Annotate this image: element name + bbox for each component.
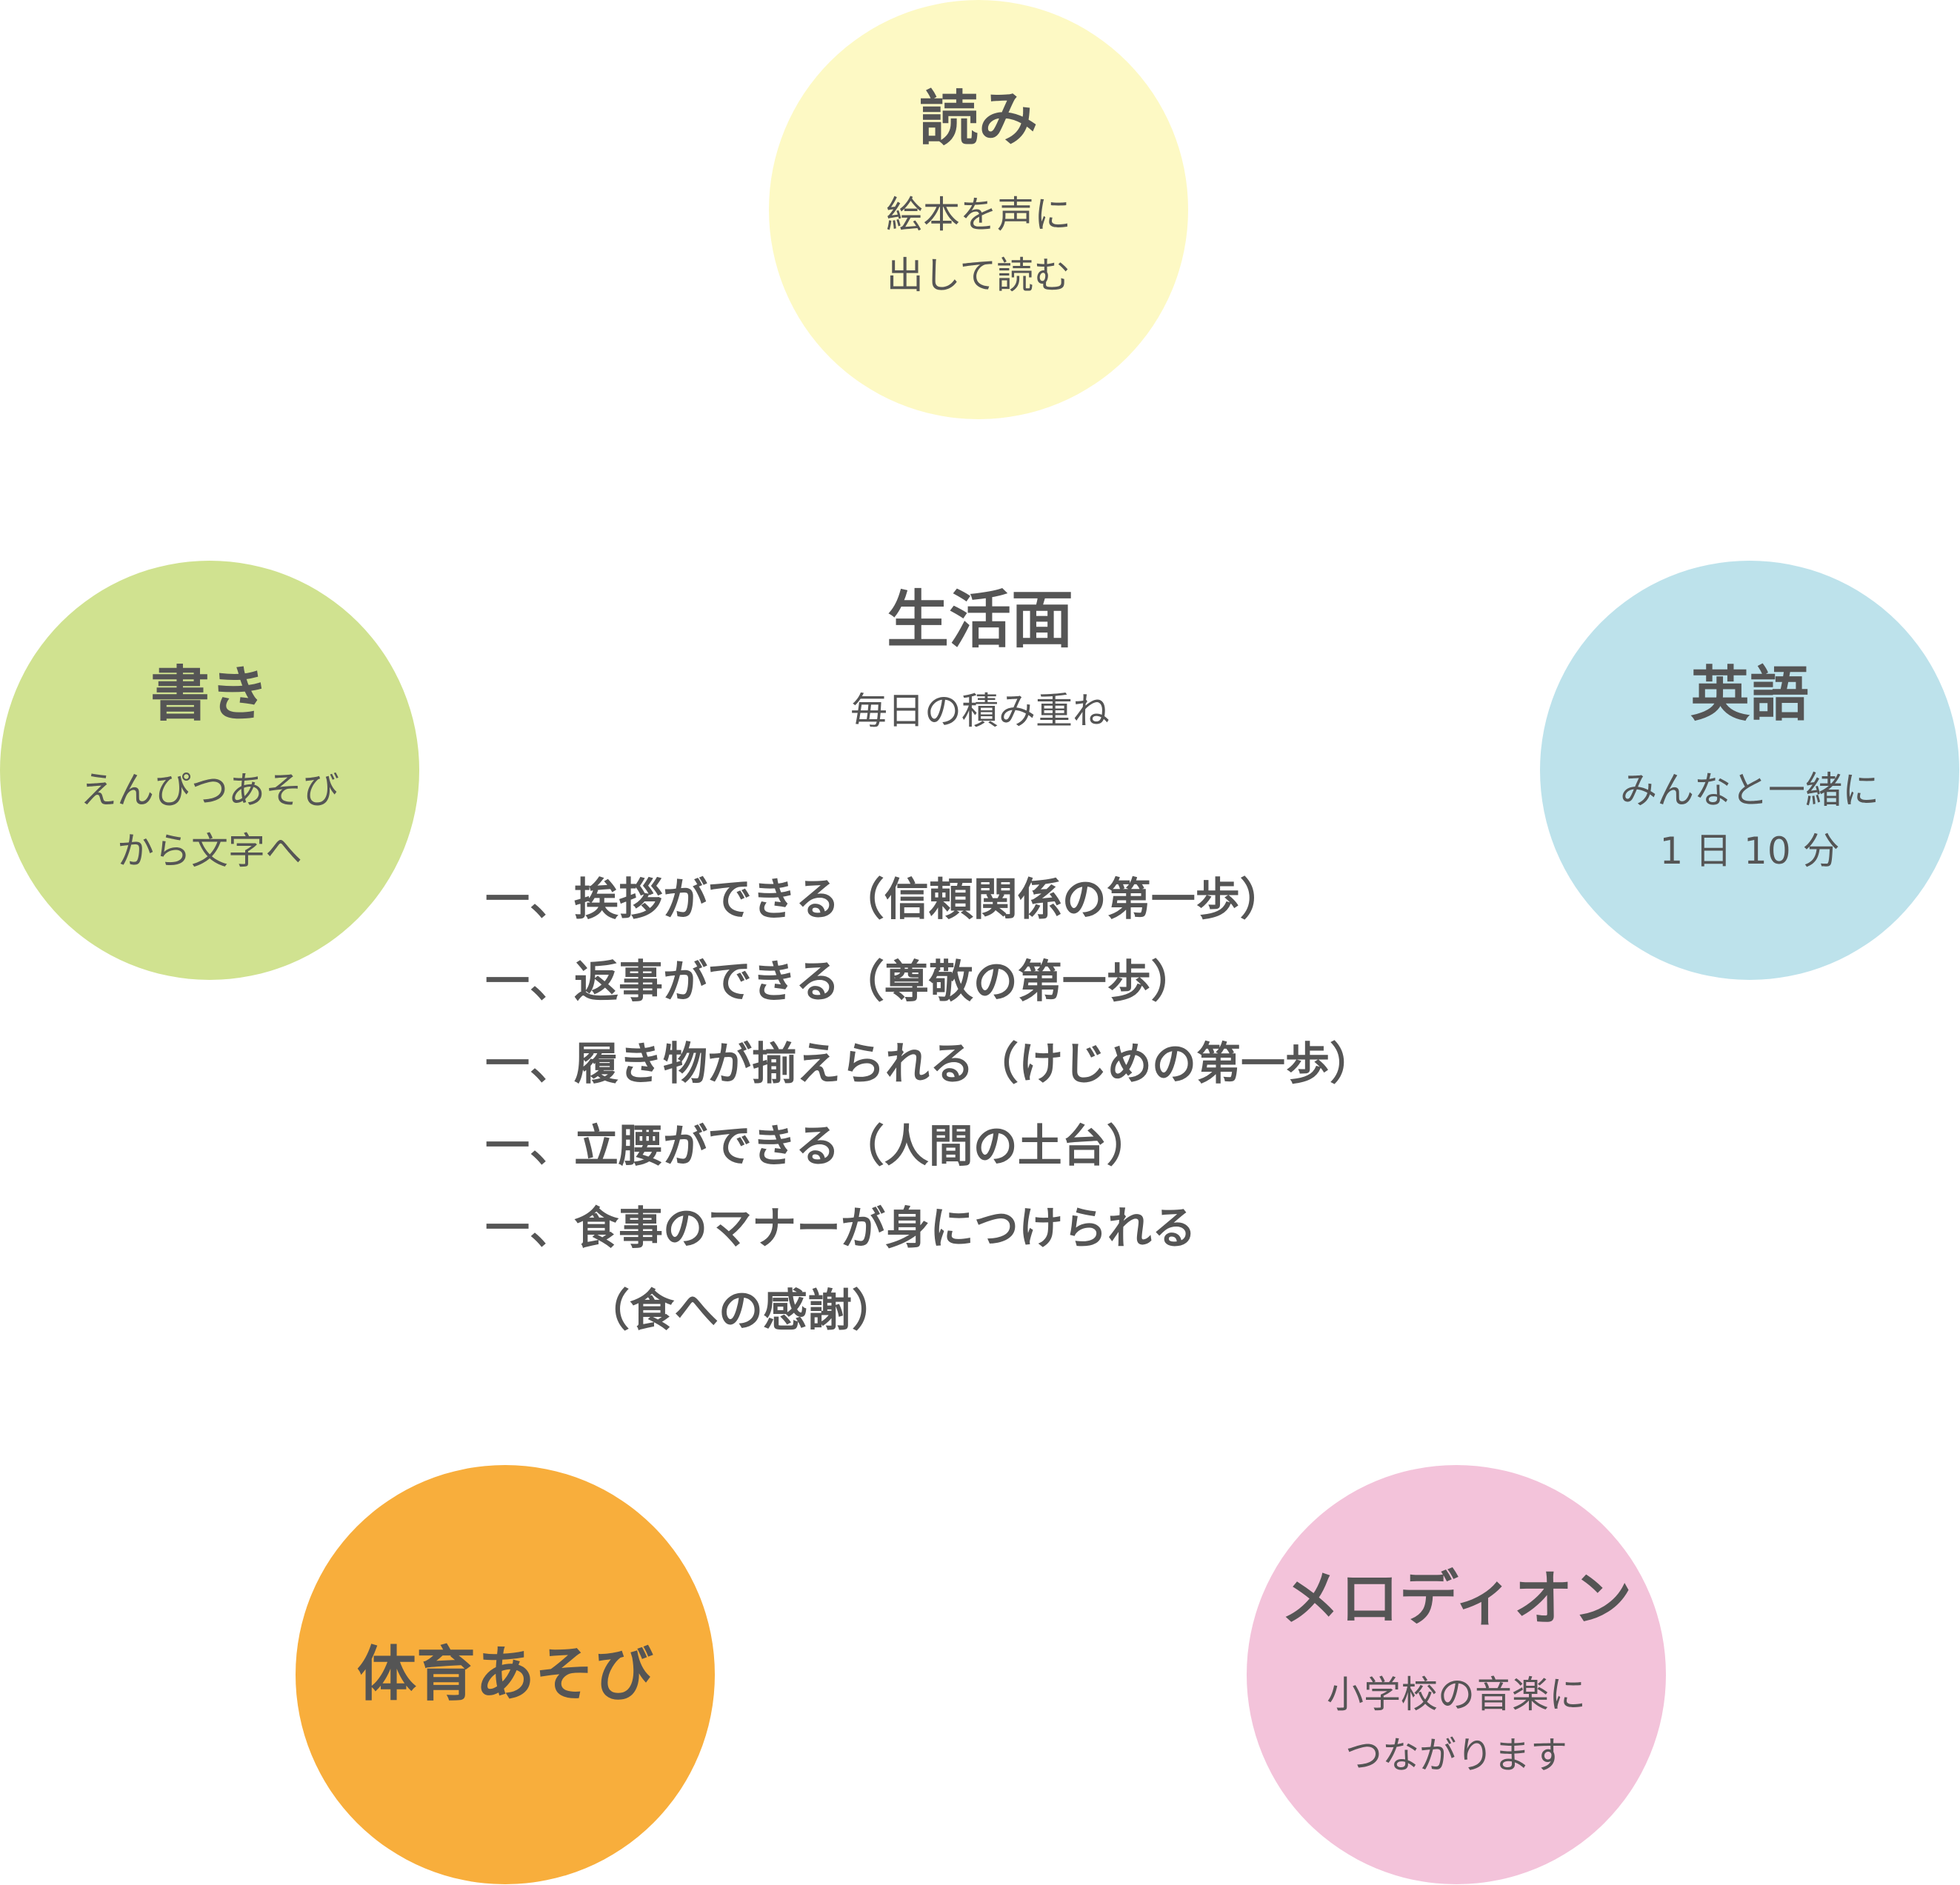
rule-item: 一、立腰ができる（人間の土台） (485, 1121, 1151, 1172)
rule-continuation-text: （食への感謝） (585, 1285, 896, 1337)
melodion-circle: メロディオン 小学校の音楽に つながります (1247, 1465, 1666, 1884)
pe-circle: 体育あそび (296, 1465, 715, 1884)
writing-subtitle: えんぴつあそび から文字へ (80, 769, 339, 873)
reading-circle: 読み 絵本を声に 出して読む (769, 0, 1188, 419)
reading-title: 読み (919, 84, 1038, 153)
pe-title: 体育あそび (357, 1640, 653, 1709)
writing-circle: 書き えんぴつあそび から文字へ (0, 561, 419, 980)
rule-item: 一、挨拶ができる（信頼関係の第一歩） (485, 874, 1284, 926)
english-circle: 英語 みんなと一緒に 1 日 10 分 (1540, 561, 1959, 980)
melodion-title: メロディオン (1280, 1564, 1633, 1633)
rule-item: 一、食事のマナーが身につけられる (485, 1203, 1196, 1255)
rules-list: 一、挨拶ができる（信頼関係の第一歩） 一、返事ができる（尊敬の第一歩） 一、履き… (485, 859, 1374, 1352)
center-subtitle: 毎日の積み重ね (850, 690, 1110, 733)
writing-title: 書き (150, 660, 269, 729)
melodion-subtitle: 小学校の音楽に つながります (1327, 1673, 1586, 1777)
reading-subtitle: 絵本を声に 出して読む (886, 193, 1071, 297)
rule-item: 一、返事ができる（尊敬の第一歩） (485, 956, 1196, 1008)
center-title: 生活面 (886, 584, 1073, 656)
english-subtitle: みんなと一緒に 1 日 10 分 (1620, 769, 1879, 873)
rule-item-continuation: （食への感謝） (485, 1270, 1374, 1352)
rule-item: 一、履き物が揃えられる（けじめの第一歩） (485, 1038, 1374, 1090)
english-title: 英語 (1690, 660, 1809, 729)
